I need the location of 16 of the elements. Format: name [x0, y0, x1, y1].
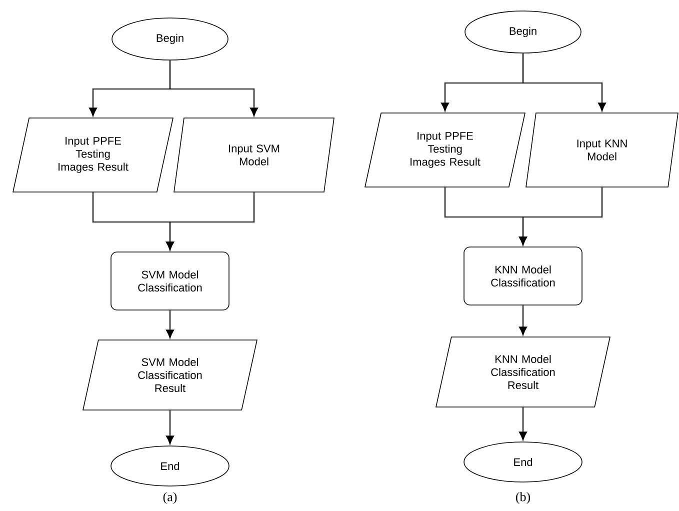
arrow	[166, 410, 174, 444]
input-output-parallelogram: SVM Model Classification Result	[82, 340, 258, 410]
input-output-parallelogram: KNN Model Classification Result	[436, 336, 610, 408]
input-output-parallelogram: Input PPFE Testing Images Result	[12, 118, 174, 192]
arrow	[519, 407, 527, 440]
arrow	[519, 187, 603, 246]
process-box: KNN Model Classification	[464, 246, 582, 306]
arrow	[166, 192, 255, 250]
arrow	[169, 60, 258, 116]
process-box: SVM Model Classification	[110, 252, 230, 310]
arrow	[166, 310, 174, 338]
input-output-parallelogram: Input KNN Model	[526, 112, 678, 188]
arrow	[522, 53, 606, 112]
input-output-parallelogram: Input SVM Model	[174, 118, 334, 192]
arrow	[519, 305, 527, 336]
input-output-parallelogram: Input PPFE Testing Images Result	[364, 112, 526, 188]
